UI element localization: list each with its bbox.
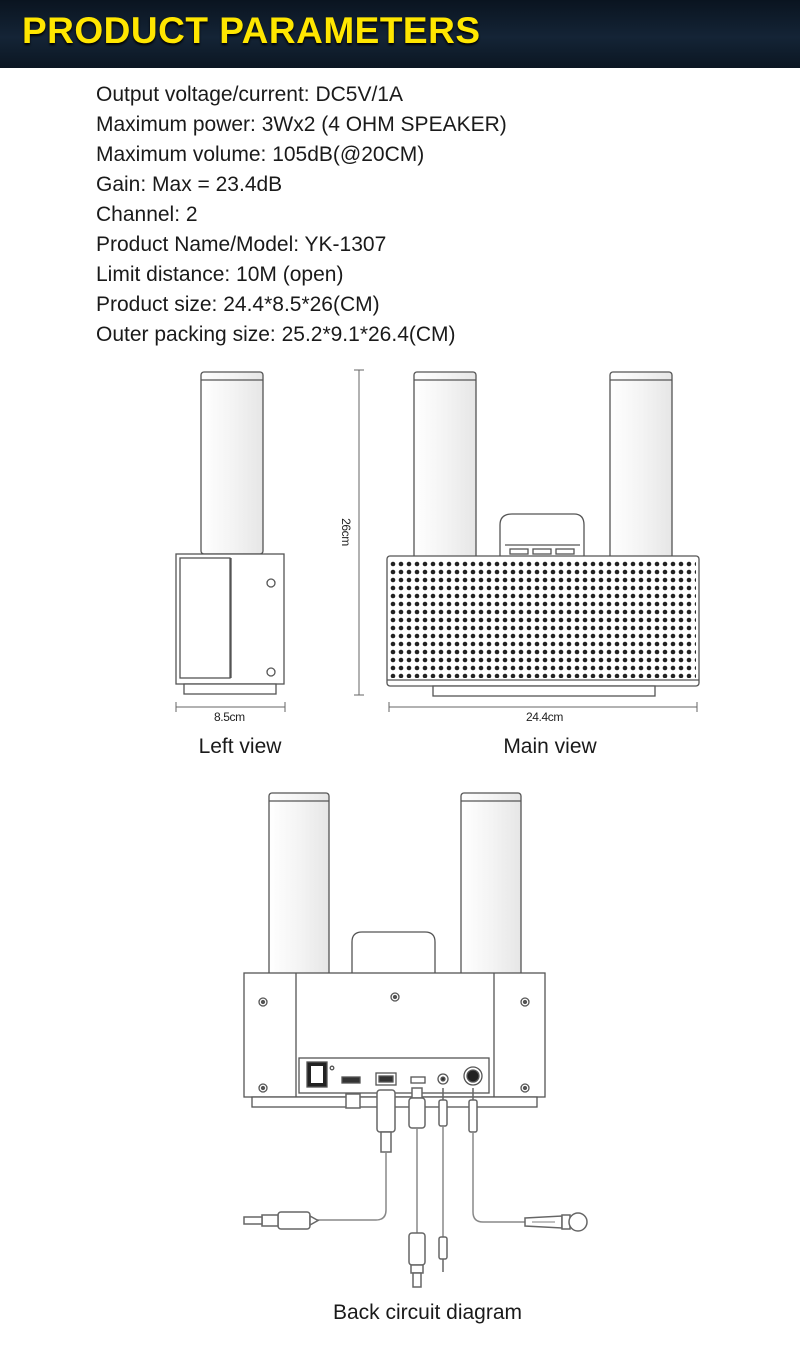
spec-product-size: Product size: 24.4*8.5*26(CM): [96, 293, 380, 316]
back-view-drawing: [243, 792, 546, 1108]
spec-list: Output voltage/current: DC5V/1A Maximum …: [96, 80, 507, 350]
cables: [243, 1087, 588, 1288]
main-view-caption: Main view: [503, 735, 597, 758]
header-banner: PRODUCT PARAMETERS: [0, 0, 800, 68]
back-view-caption: Back circuit diagram: [332, 1301, 523, 1324]
spec-channel: Channel: 2: [96, 203, 198, 226]
depth-dimension-line: [175, 702, 286, 712]
spec-output-voltage: Output voltage/current: DC5V/1A: [96, 83, 403, 106]
spec-model: Product Name/Model: YK-1307: [96, 233, 387, 256]
left-view-drawing: [175, 371, 285, 695]
spec-limit-distance: Limit distance: 10M (open): [96, 263, 344, 286]
left-view-caption: Left view: [198, 735, 282, 758]
main-view-drawing: [386, 371, 700, 697]
width-dimension-label: 24.4cm: [526, 710, 563, 724]
width-dimension-line: [388, 702, 698, 712]
spec-maximum-power: Maximum power: 3Wx2 (4 OHM SPEAKER): [96, 113, 507, 136]
height-dimension-label: 26cm: [338, 518, 353, 546]
spec-gain: Gain: Max = 23.4dB: [96, 173, 283, 196]
height-dimension-line: [354, 369, 364, 696]
spec-packing-size: Outer packing size: 25.2*9.1*26.4(CM): [96, 323, 456, 346]
page-title: PRODUCT PARAMETERS: [22, 10, 481, 51]
spec-maximum-volume: Maximum volume: 105dB(@20CM): [96, 143, 425, 166]
depth-dimension-label: 8.5cm: [214, 710, 245, 724]
